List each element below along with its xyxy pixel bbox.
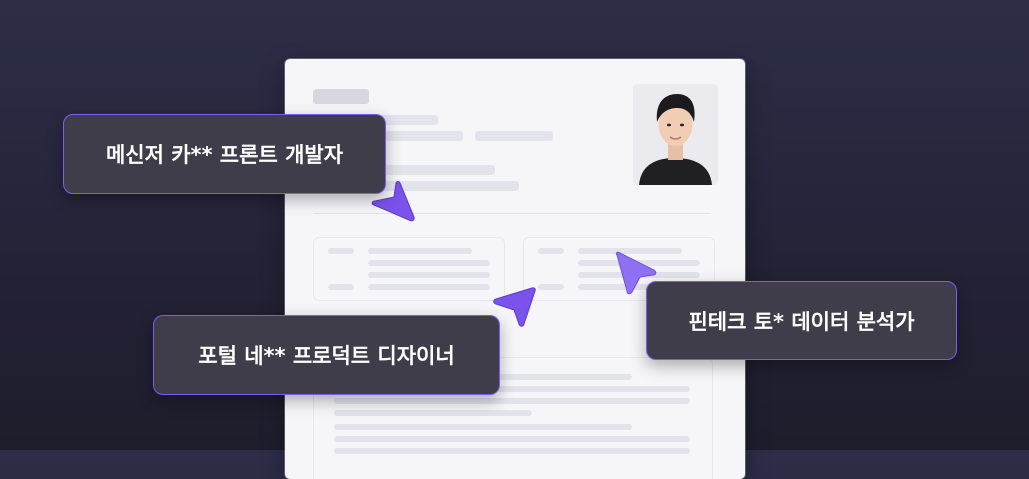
job-tag-label: 핀테크 토* 데이터 분석가 — [688, 309, 915, 334]
text-placeholder — [368, 248, 472, 254]
info-card — [313, 237, 505, 301]
text-placeholder — [578, 248, 682, 254]
text-placeholder — [334, 398, 690, 404]
job-tag-label: 포털 네** 프로덕트 디자이너 — [198, 344, 455, 368]
text-placeholder — [334, 436, 690, 442]
text-placeholder — [368, 260, 490, 266]
text-placeholder — [313, 181, 519, 191]
cursor-arrow-icon — [615, 251, 657, 295]
job-tag-frontend: 메신저 카** 프론트 개발자 — [63, 114, 386, 194]
text-placeholder — [334, 424, 632, 430]
text-placeholder — [368, 284, 490, 290]
text-placeholder — [334, 386, 690, 392]
text-placeholder — [578, 284, 700, 290]
cursor-arrow-icon — [371, 181, 415, 222]
text-placeholder — [475, 131, 553, 141]
cursor-arrow-icon — [493, 287, 536, 327]
text-placeholder — [538, 248, 564, 254]
job-tag-label: 메신저 카** 프론트 개발자 — [105, 143, 344, 167]
name-placeholder — [313, 89, 369, 104]
text-placeholder — [313, 131, 463, 141]
job-tag-analyst: 핀테크 토* 데이터 분석가 — [646, 281, 957, 360]
resume-document — [285, 59, 745, 479]
text-placeholder — [313, 165, 495, 175]
text-placeholder — [538, 284, 564, 290]
profile-photo — [633, 84, 718, 185]
text-placeholder — [328, 248, 354, 254]
text-placeholder — [368, 272, 490, 278]
text-placeholder — [328, 284, 354, 290]
job-tag-designer: 포털 네** 프로덕트 디자이너 — [153, 315, 500, 395]
section-divider — [313, 213, 711, 214]
text-placeholder — [334, 448, 690, 454]
text-placeholder — [334, 410, 532, 416]
